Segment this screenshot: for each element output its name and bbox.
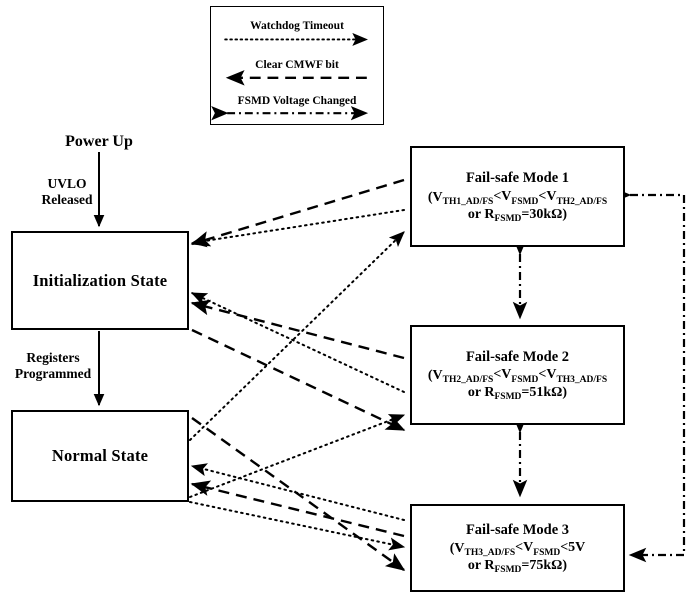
legend-arrows (211, 32, 369, 121)
m3-sub1: TH3_AD/FS (464, 548, 516, 559)
m1-lt2: <V (538, 188, 557, 204)
mode-box-failsafe-3[interactable]: Fail-safe Mode 3 (VTH3_AD/FS<VFSMD<5V or… (410, 504, 625, 592)
mode-title-3: Fail-safe Mode 3 (465, 521, 570, 538)
legend-label-watchdog: Watchdog Timeout (250, 20, 344, 32)
m2-sub1: TH2_AD/FS (442, 375, 494, 386)
m1-sub3: TH2_AD/FS (556, 196, 608, 207)
m2-or: or R (467, 385, 495, 401)
m2-lt1: <V (493, 367, 512, 383)
mode-resistor-3: or RFSMD=75kΩ) (467, 557, 568, 576)
m3-or: or R (467, 558, 495, 574)
mode-title-2: Fail-safe Mode 2 (465, 348, 570, 365)
state-box-normal[interactable]: Normal State (11, 410, 189, 502)
legend-label-fsmd: FSMD Voltage Changed (237, 95, 357, 107)
m3-open: (V (449, 541, 465, 557)
mode-resistor-1: or RFSMD=30kΩ) (467, 206, 568, 224)
edge-fsm3-fsm1-fsmd-rail (613, 187, 686, 563)
m3-sub4: FSMD (494, 565, 522, 576)
edge-normal-to-fsm1-watchdog (189, 231, 405, 441)
mode-condition-3: (VTH3_AD/FS<VFSMD<5V (449, 540, 586, 559)
edge-normal-to-fsm3-clearcmwf (191, 417, 406, 571)
edge-fsm2-to-init-watchdog (190, 292, 405, 393)
mode-title-1: Fail-safe Mode 1 (465, 170, 570, 187)
state-box-initialization[interactable]: Initialization State (11, 231, 189, 330)
uvlo-released-line1: UVLO (47, 176, 87, 191)
m2-sub4: FSMD (494, 392, 522, 403)
m2-sub2: FSMD (511, 375, 539, 386)
state-label-normal: Normal State (51, 446, 149, 465)
m3-lt1: <V (515, 540, 534, 556)
registers-programmed-line2: Programmed (14, 365, 92, 381)
registers-programmed-line1: Registers (26, 350, 80, 365)
m1-sub1: TH1_AD/FS (442, 196, 494, 207)
uvlo-released-label: UVLO Released (28, 176, 106, 208)
edge-normal-to-fsm3-watchdog (189, 501, 406, 551)
edge-fsm2-to-init-clearcmwf (190, 299, 405, 360)
edge-fsm1-to-init-clearcmwf (190, 178, 405, 247)
m3-val: =75kΩ) (521, 558, 568, 574)
registers-programmed-label: Registers Programmed (5, 350, 101, 382)
m2-lt2: <V (538, 367, 557, 383)
m1-or: or R (467, 206, 495, 222)
m1-open: (V (427, 189, 443, 205)
state-label-initialization: Initialization State (32, 270, 168, 290)
m1-sub4: FSMD (494, 213, 522, 224)
m2-sub3: TH3_AD/FS (556, 375, 608, 386)
edge-normal-to-fsm2-watchdog (189, 414, 406, 498)
m3-lt2: <5V (560, 540, 586, 556)
legend-box: Watchdog Timeout Clear CMWF bit FSMD Vol… (210, 6, 384, 125)
mode-box-failsafe-2[interactable]: Fail-safe Mode 2 (VTH2_AD/FS<VFSMD<VTH3_… (410, 325, 625, 425)
edge-fsm1-to-init-watchdog (190, 209, 405, 248)
m3-sub2: FSMD (533, 548, 561, 559)
legend-label-clearcmwf: Clear CMWF bit (255, 59, 339, 71)
uvlo-released-line2: Released (41, 191, 93, 207)
m2-val: =51kΩ) (521, 385, 568, 401)
edge-init-to-fsm2-clearcmwf (191, 328, 406, 432)
mode-resistor-2: or RFSMD=51kΩ) (467, 384, 568, 403)
m1-val: =30kΩ) (521, 206, 568, 222)
mode-condition-2: (VTH2_AD/FS<VFSMD<VTH3_AD/FS (427, 367, 608, 386)
m1-lt1: <V (493, 188, 512, 204)
power-up-label: Power Up (65, 133, 133, 150)
mode-condition-1: (VTH1_AD/FS<VFSMD<VTH2_AD/FS (427, 188, 608, 207)
edge-fsm3-to-normal-clearcmwf (190, 480, 405, 538)
mode-box-failsafe-1[interactable]: Fail-safe Mode 1 (VTH1_AD/FS<VFSMD<VTH2_… (410, 146, 625, 247)
m1-sub2: FSMD (511, 196, 539, 207)
m2-open: (V (427, 368, 443, 384)
